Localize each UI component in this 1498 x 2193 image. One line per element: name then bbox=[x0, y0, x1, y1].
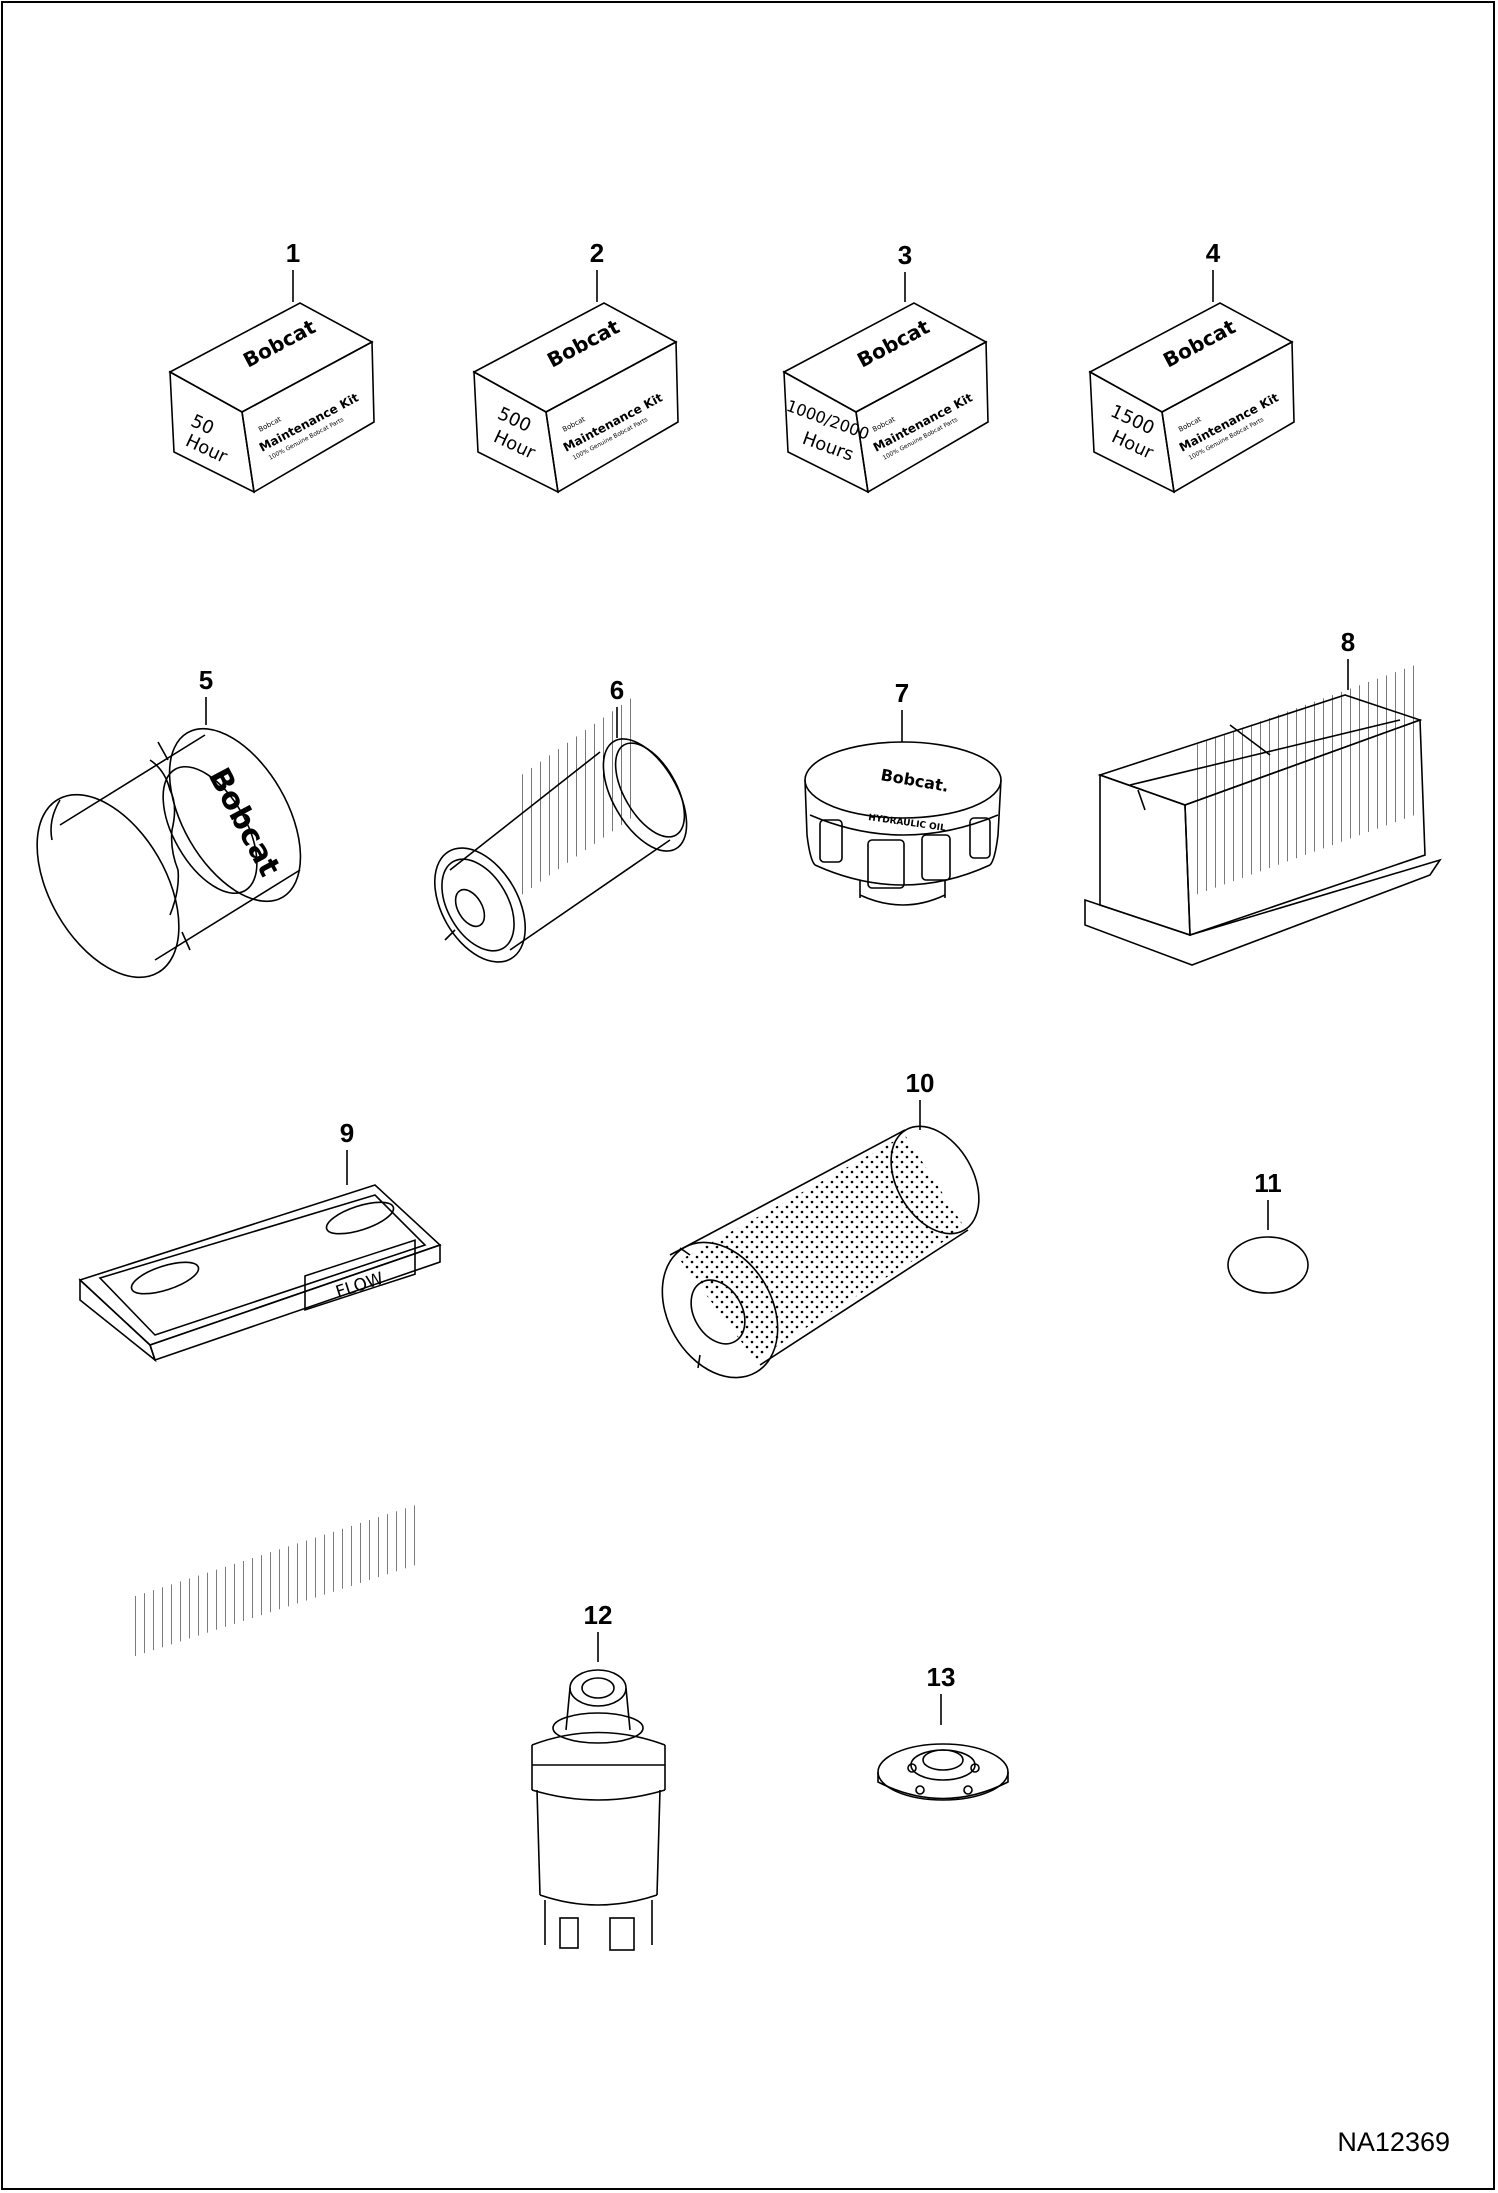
o-ring bbox=[1227, 1236, 1309, 1294]
kit-box-3 bbox=[782, 302, 989, 494]
callout-3: 3 bbox=[897, 240, 913, 270]
hydraulic-cap bbox=[804, 741, 1002, 906]
cartridge-filter bbox=[433, 695, 688, 963]
kit-2-unit: Hour bbox=[490, 426, 539, 464]
kit-2-brand: Bobcat bbox=[543, 314, 624, 372]
oil-filter bbox=[36, 727, 302, 979]
cap-brand: Bobcat. bbox=[879, 765, 950, 796]
callout-7: 7 bbox=[894, 678, 910, 708]
kit-box-2 bbox=[472, 302, 679, 494]
callout-12: 12 bbox=[583, 1600, 613, 1630]
callout-11: 11 bbox=[1254, 1168, 1282, 1198]
callout-2: 2 bbox=[589, 238, 605, 268]
seal-disk bbox=[877, 1743, 1009, 1801]
callout-9: 9 bbox=[339, 1118, 355, 1148]
kit-box-4 bbox=[1088, 302, 1295, 494]
callout-10: 10 bbox=[905, 1068, 935, 1098]
fuel-filter bbox=[531, 1669, 666, 1951]
callout-1: 1 bbox=[285, 238, 301, 268]
kit-box-1 bbox=[168, 302, 375, 494]
callout-8: 8 bbox=[1340, 627, 1356, 657]
callout-4: 4 bbox=[1205, 238, 1221, 268]
kit-1-brand: Bobcat bbox=[239, 314, 320, 372]
kit-3-brand: Bobcat bbox=[853, 314, 934, 372]
cab-air-filter bbox=[78, 1184, 442, 1658]
kit-4-brand: Bobcat bbox=[1159, 314, 1240, 372]
callout-5: 5 bbox=[198, 665, 214, 695]
callout-13: 13 bbox=[926, 1662, 956, 1692]
air-filter-large bbox=[1084, 663, 1442, 966]
drawing-number: NA12369 bbox=[1337, 2127, 1450, 2157]
callout-6: 6 bbox=[609, 675, 625, 705]
mesh-filter bbox=[661, 1125, 980, 1379]
